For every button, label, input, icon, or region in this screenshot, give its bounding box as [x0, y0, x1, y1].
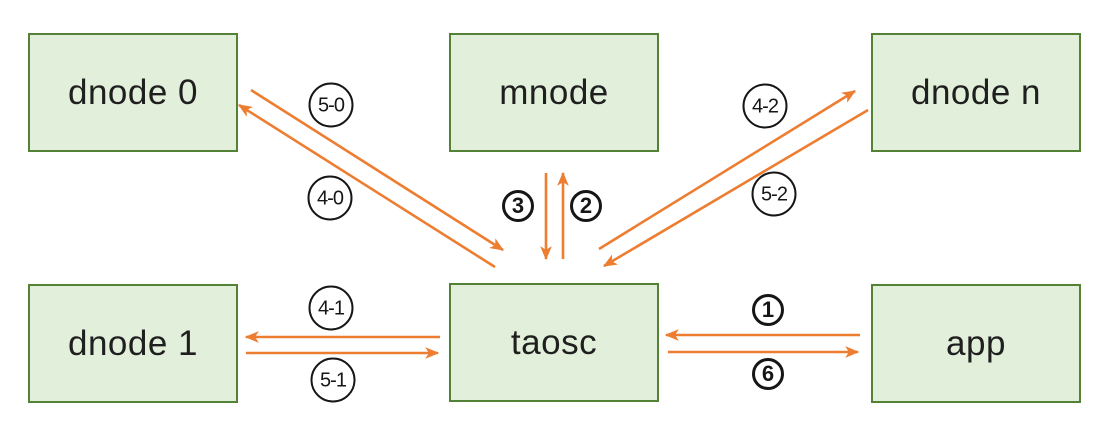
arrow-taosc-to-dnode0	[238, 103, 496, 269]
edge-label-2: 2	[570, 190, 602, 222]
node-dnode0: dnode 0	[28, 33, 238, 152]
arrow-dnoden-to-taosc	[602, 108, 869, 268]
node-mnode: mnode	[449, 33, 659, 152]
edge-label-4-0: 4-0	[307, 175, 353, 221]
node-taosc-label: taosc	[510, 322, 598, 362]
node-mnode-label: mnode	[499, 72, 609, 112]
node-dnode1-label: dnode 1	[67, 323, 199, 363]
edge-label-4-2: 4-2	[742, 83, 788, 129]
node-taosc: taosc	[449, 283, 659, 402]
node-dnoden-label: dnode n	[910, 72, 1042, 112]
edge-label-5-0: 5-0	[308, 82, 354, 128]
edge-label-4-1: 4-1	[308, 285, 354, 331]
edge-label-5-1: 5-1	[310, 357, 356, 403]
edge-label-5-2: 5-2	[751, 171, 797, 217]
node-dnode1: dnode 1	[28, 284, 238, 403]
edge-label-3: 3	[502, 190, 534, 222]
node-dnoden: dnode n	[871, 33, 1081, 152]
node-dnode0-label: dnode 0	[67, 72, 199, 112]
edge-label-6: 6	[752, 358, 784, 390]
edge-label-1: 1	[752, 294, 784, 326]
node-app-label: app	[946, 323, 1006, 363]
arrow-dnode0-to-taosc	[250, 88, 504, 252]
arrow-taosc-to-dnoden	[598, 89, 856, 251]
node-app: app	[871, 284, 1081, 403]
